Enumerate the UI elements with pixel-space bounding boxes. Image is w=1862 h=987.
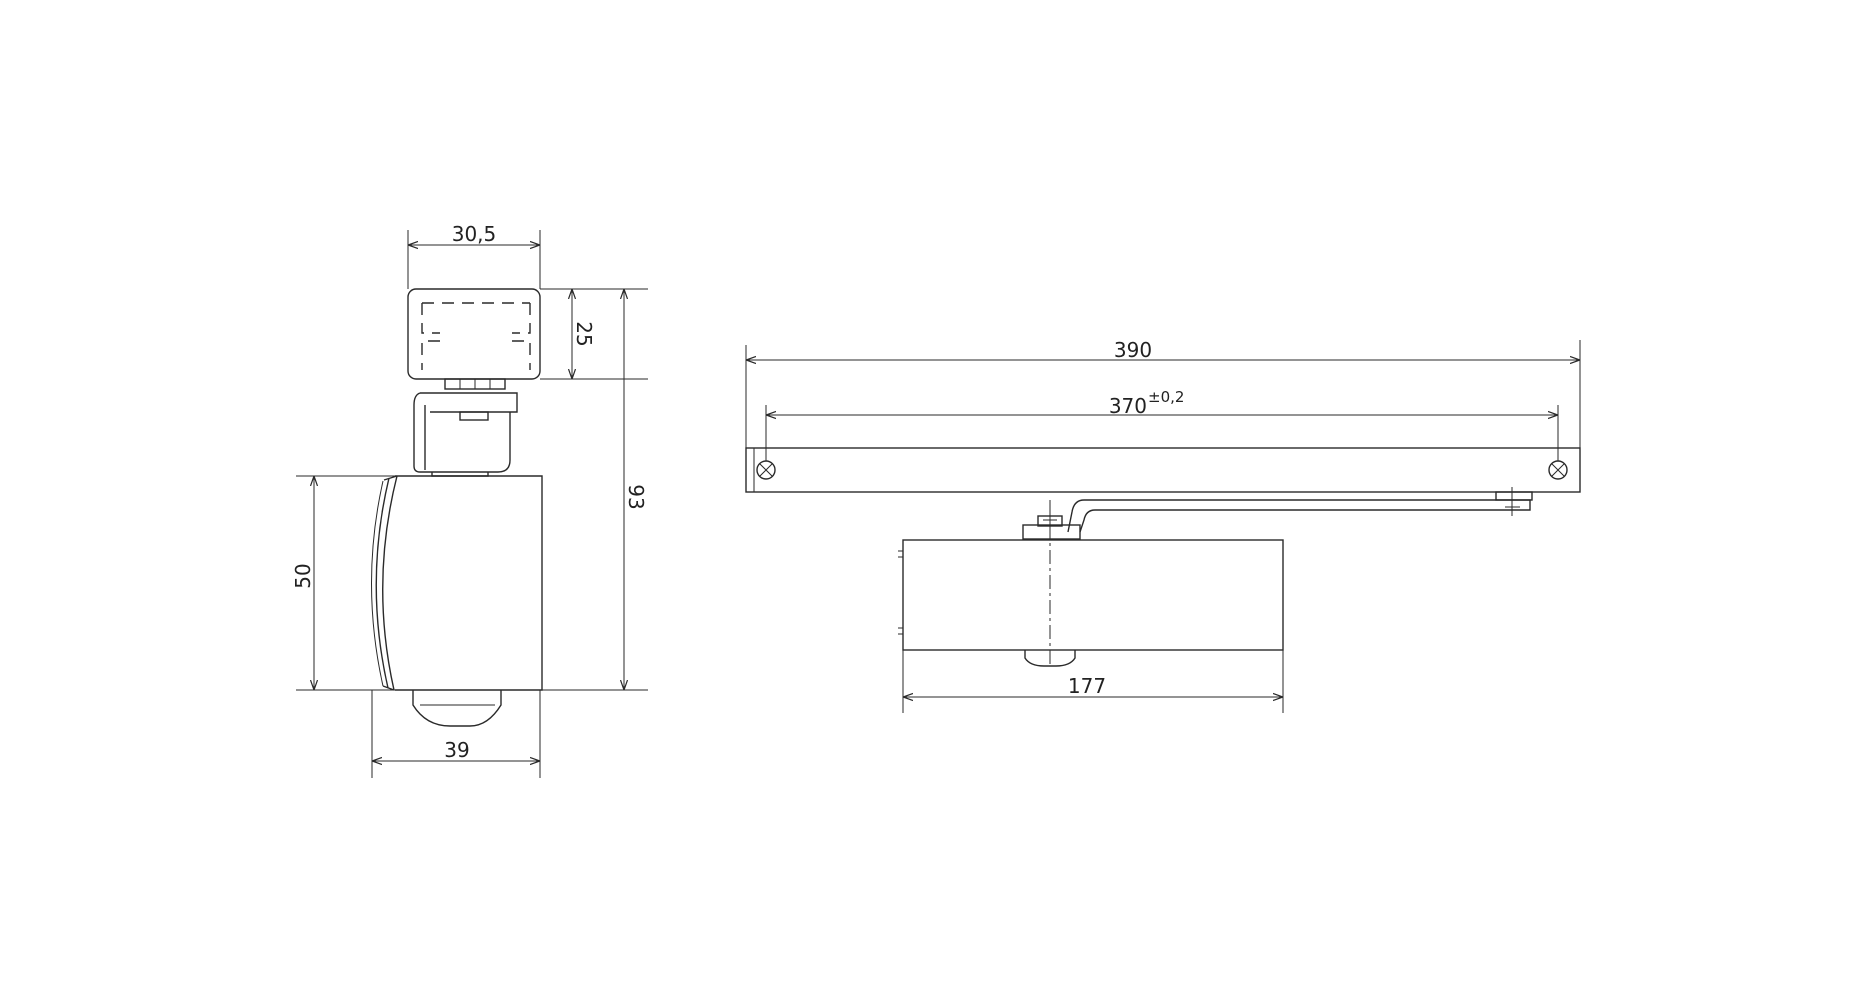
closer-body-front: [898, 500, 1284, 667]
dim-label-body-length: 177: [1068, 674, 1106, 698]
dim-body-length: 177: [902, 650, 1284, 713]
guide-rail: [745, 447, 1581, 493]
dim-hole-spacing: 370 ±0,2: [765, 388, 1559, 461]
dim-label-total-height: 93: [624, 484, 648, 509]
dim-rail-length: 390: [745, 338, 1581, 448]
dim-label-rail-length: 390: [1114, 338, 1152, 362]
dim-top-width: 30,5: [407, 222, 541, 289]
dim-label-hole-spacing: 370: [1109, 394, 1147, 418]
sliding-arm: [1067, 487, 1533, 533]
dim-label-body-height: 50: [291, 563, 315, 588]
front-view: 390 370 ±0,2 177: [745, 338, 1581, 713]
rail-screw-right: [1548, 460, 1568, 480]
arm-bracket: [413, 392, 518, 477]
rail-screw-left: [756, 460, 776, 480]
dim-label-track-height: 25: [572, 321, 596, 346]
closer-body: [371, 475, 543, 727]
side-view: 30,5 25 93 50 39: [291, 222, 648, 778]
track-profile: [407, 288, 541, 390]
dim-label-top-width: 30,5: [452, 222, 497, 246]
dim-label-body-depth: 39: [444, 738, 469, 762]
dim-total-height: 93: [542, 289, 648, 691]
dim-label-hole-tolerance: ±0,2: [1148, 388, 1184, 406]
dim-track-height: 25: [540, 288, 648, 380]
dim-body-height: 50: [291, 475, 395, 691]
dim-body-depth: 39: [371, 690, 541, 778]
